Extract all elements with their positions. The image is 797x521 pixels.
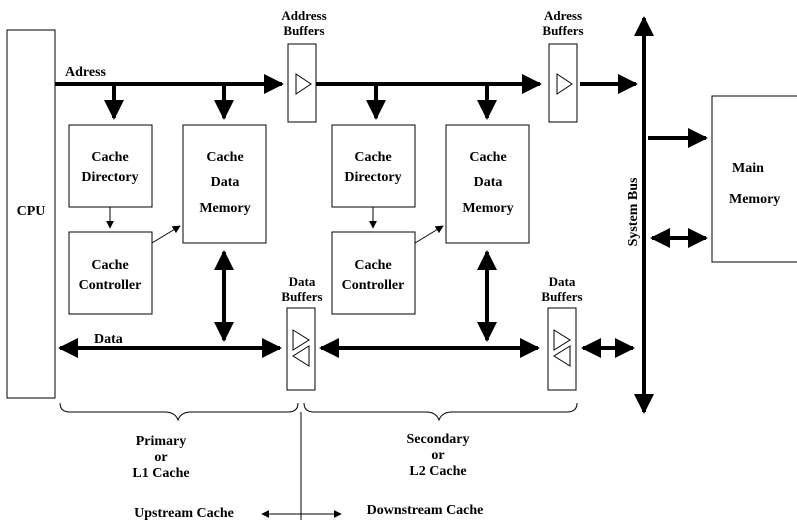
- l2-cache-directory: [331, 124, 416, 208]
- data-label: Data: [94, 332, 123, 347]
- data-buffer-1: [286, 307, 316, 391]
- address-buffers-2-line1: Adress: [544, 8, 582, 23]
- l1-cache-controller: [68, 231, 153, 315]
- buffer-right-triangle-icon: [553, 329, 571, 351]
- address-buffer-2: [548, 43, 578, 123]
- address-buffers-1-line1: Address: [281, 8, 326, 23]
- primary-brace: [59, 402, 299, 422]
- l2-directory-line1: Cache: [354, 150, 391, 165]
- cpu-label: CPU: [17, 204, 46, 219]
- l1-controller-line1: Cache: [91, 258, 128, 273]
- l1-memory-line3: Memory: [199, 201, 250, 216]
- address-buffers-1-line2: Buffers: [283, 23, 324, 38]
- buffer-triangle-icon: [556, 73, 573, 95]
- address-label: Adress: [65, 65, 107, 80]
- buffer-right-triangle-icon: [292, 329, 310, 351]
- data-buffer-2: [547, 307, 577, 391]
- main-memory-line2: Memory: [729, 192, 780, 207]
- l1-memory-line1: Cache: [206, 150, 243, 165]
- l1-cache-directory: [68, 124, 153, 208]
- downstream-label: Downstream Cache: [367, 503, 484, 518]
- cpu-box: [6, 29, 56, 399]
- l2-controller-to-memory-arrow: [414, 225, 444, 244]
- l2-cache-controller: [331, 231, 416, 315]
- secondary-line2: or: [431, 448, 444, 463]
- buffer-triangle-icon: [295, 73, 312, 95]
- l1-controller-to-memory-arrow: [151, 225, 181, 244]
- data-buffers-1-line2: Buffers: [281, 289, 322, 304]
- buffer-left-triangle-icon: [292, 345, 310, 367]
- l1-controller-line2: Controller: [79, 278, 142, 293]
- primary-line3: L1 Cache: [132, 466, 189, 481]
- data-buffers-1-line1: Data: [289, 274, 316, 289]
- secondary-brace: [303, 402, 578, 422]
- l1-memory-line2: Data: [211, 175, 240, 190]
- l2-controller-line1: Cache: [354, 258, 391, 273]
- l2-controller-line2: Controller: [342, 278, 405, 293]
- secondary-line3: L2 Cache: [409, 464, 466, 479]
- address-buffers-2-line2: Buffers: [542, 23, 583, 38]
- l1-cache-data-memory: [182, 124, 267, 244]
- l1-directory-line1: Cache: [91, 150, 128, 165]
- main-memory-line1: Main: [732, 161, 764, 176]
- data-buffers-2-line2: Buffers: [541, 289, 582, 304]
- primary-line1: Primary: [136, 434, 187, 449]
- l1-directory-line2: Directory: [81, 170, 138, 185]
- l2-memory-line1: Cache: [469, 150, 506, 165]
- data-buffers-2-line1: Data: [549, 274, 576, 289]
- l2-directory-line2: Directory: [344, 170, 401, 185]
- main-memory-box: [711, 95, 797, 263]
- l2-cache-data-memory: [445, 124, 530, 244]
- system-bus-label: System Bus: [626, 177, 641, 246]
- upstream-label: Upstream Cache: [134, 506, 234, 521]
- l2-memory-line3: Memory: [462, 201, 513, 216]
- buffer-left-triangle-icon: [553, 345, 571, 367]
- secondary-line1: Secondary: [407, 432, 470, 447]
- l2-memory-line2: Data: [474, 175, 503, 190]
- primary-line2: or: [154, 450, 167, 465]
